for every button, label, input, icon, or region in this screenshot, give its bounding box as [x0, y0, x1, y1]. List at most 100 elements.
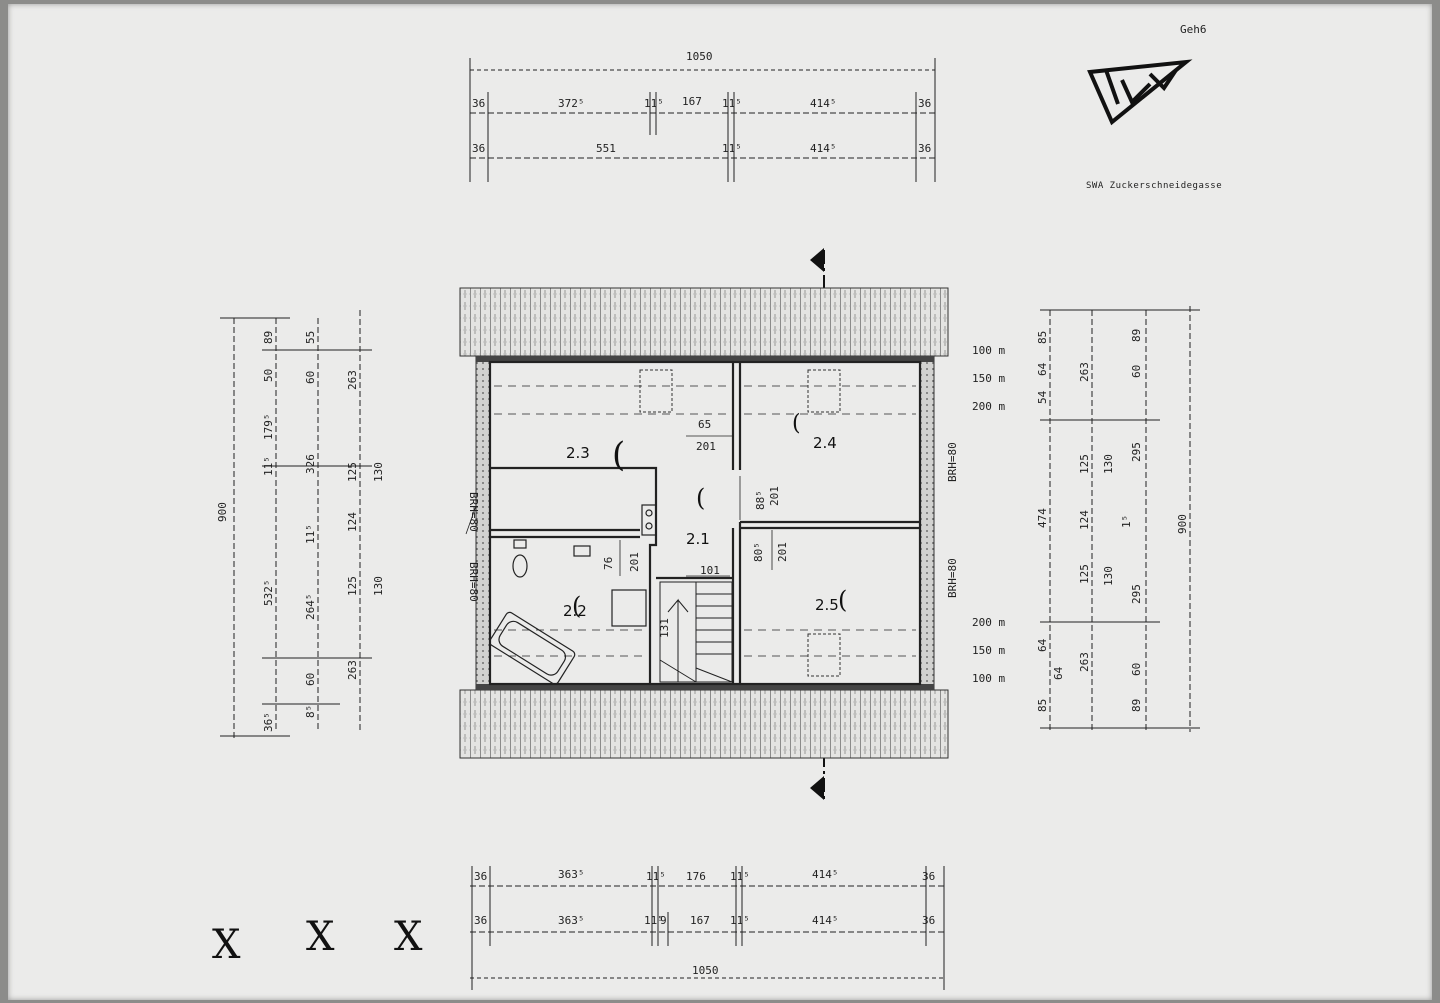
right-total-dim: 900 [1176, 514, 1189, 534]
inner-dim: 201 [628, 552, 641, 572]
bottom-dim: 11⁵ [644, 914, 664, 927]
height-label: 200 m [972, 400, 1005, 413]
left-dim: 60 [304, 371, 317, 384]
inner-dim: 76 [602, 557, 615, 570]
bottom-dim: 36 [474, 870, 487, 883]
handwritten-mark: ( [572, 592, 581, 620]
right-dim: 54 [1036, 390, 1049, 404]
left-dim: 263 [346, 370, 359, 390]
bottom-dim: 363⁵ [558, 868, 585, 881]
stair-arrow-icon [667, 598, 689, 682]
right-dim: 64 [1052, 666, 1065, 680]
left-dim: 532⁵ [262, 580, 275, 607]
top-dim: 551 [596, 142, 616, 155]
left-dim: 36⁵ [262, 712, 275, 732]
interior-walls [488, 360, 922, 686]
left-dim: 8⁵ [304, 705, 317, 718]
right-dim: 130 [1102, 454, 1115, 474]
room-label-2-2: 2.2 [563, 602, 587, 620]
left-dim: 11⁵ [304, 524, 317, 544]
right-dim: 125 [1078, 454, 1091, 474]
bottom-dim: 363⁵ [558, 914, 585, 927]
right-dim: 60 [1130, 365, 1143, 378]
shower-icon [611, 589, 647, 627]
height-label: 100 m [972, 344, 1005, 357]
right-dim: 60 [1130, 663, 1143, 676]
inner-dim: 65 [698, 418, 711, 431]
roof-bottom-hatch [459, 689, 949, 759]
left-dim: 50 [262, 369, 275, 382]
left-dim: 55 [304, 331, 317, 344]
room-label-2-3: 2.3 [566, 444, 590, 462]
right-dim: 85 [1036, 699, 1049, 712]
top-dim: 11⁵ [644, 97, 664, 110]
height-label: 200 m [972, 616, 1005, 629]
room-label-2-1: 2.1 [686, 530, 710, 548]
left-dim: 326 [304, 454, 317, 474]
logo-caption: SWA Zuckerschneidegasse [1086, 181, 1222, 191]
top-dim: 11⁵ [722, 142, 742, 155]
window-note: BRH=80 [467, 562, 480, 602]
bottom-dim: 167 [690, 914, 710, 927]
top-dim: 167 [682, 95, 702, 108]
bottom-dim: 176 [686, 870, 706, 883]
right-dim: 1⁵ [1120, 515, 1133, 528]
bottom-dim: 414⁵ [812, 914, 839, 927]
handwritten-mark: ( [838, 586, 847, 614]
bottom-dimension-chain [470, 866, 945, 990]
inner-dim: 201 [696, 440, 716, 453]
bathroom-fixtures [489, 504, 657, 685]
right-dim: 125 [1078, 564, 1091, 584]
left-dim: 130 [372, 462, 385, 482]
top-dim: 11⁵ [722, 97, 742, 110]
staircase [659, 581, 733, 683]
right-dim: 474 [1036, 508, 1049, 528]
right-dim: 295 [1130, 584, 1143, 604]
left-dim: 60 [304, 673, 317, 686]
room-label-2-5: 2.5 [815, 596, 839, 614]
window-note: BRH=80 [946, 558, 959, 598]
window-note: BRH=80 [946, 442, 959, 482]
bottom-dim: 36 [474, 914, 487, 927]
section-arrow-icon [810, 776, 824, 800]
inner-dim: 131 [658, 618, 671, 638]
window-note: BRH=80 [467, 492, 480, 532]
top-dim: 36 [918, 142, 931, 155]
left-dimension-chain [220, 310, 372, 740]
top-dim: 36 [918, 97, 931, 110]
bottom-dim: 11⁵ [730, 914, 750, 927]
left-dim: 264⁵ [304, 594, 317, 621]
corner-label: Geh6 [1180, 23, 1207, 36]
exterior-walls [475, 355, 935, 691]
inner-dim: 88⁵ [754, 490, 767, 510]
signature-cross: X [306, 914, 335, 960]
left-dim: 125 [346, 462, 359, 482]
bottom-dim: 9 [660, 914, 667, 927]
top-dim: 414⁵ [810, 97, 837, 110]
top-dim: 36 [472, 142, 485, 155]
section-arrow-icon [810, 248, 824, 272]
handwritten-mark: ( [792, 411, 801, 436]
toilet-tank-icon [513, 539, 527, 549]
drawing-sheet [8, 4, 1432, 1000]
bathtub-icon [489, 611, 576, 685]
signature-cross: X [394, 914, 423, 960]
right-dim: 263 [1078, 652, 1091, 672]
right-dim: 130 [1102, 566, 1115, 586]
height-label: 100 m [972, 672, 1005, 685]
right-dimension-chain [1040, 306, 1200, 732]
right-dim: 89 [1130, 329, 1143, 342]
top-dimension-chain [469, 58, 936, 182]
sink-icon [573, 545, 591, 557]
bottom-dim: 11⁵ [730, 870, 750, 883]
left-dim: 11⁵ [262, 456, 275, 476]
bottom-total-dim: 1050 [692, 964, 719, 977]
right-dim: 85 [1036, 331, 1049, 344]
height-label: 150 m [972, 372, 1005, 385]
right-dim: 124 [1078, 510, 1091, 530]
right-dim: 89 [1130, 699, 1143, 712]
top-dim: 372⁵ [558, 97, 585, 110]
company-logo-icon [1087, 59, 1193, 126]
left-dim: 89 [262, 331, 275, 344]
